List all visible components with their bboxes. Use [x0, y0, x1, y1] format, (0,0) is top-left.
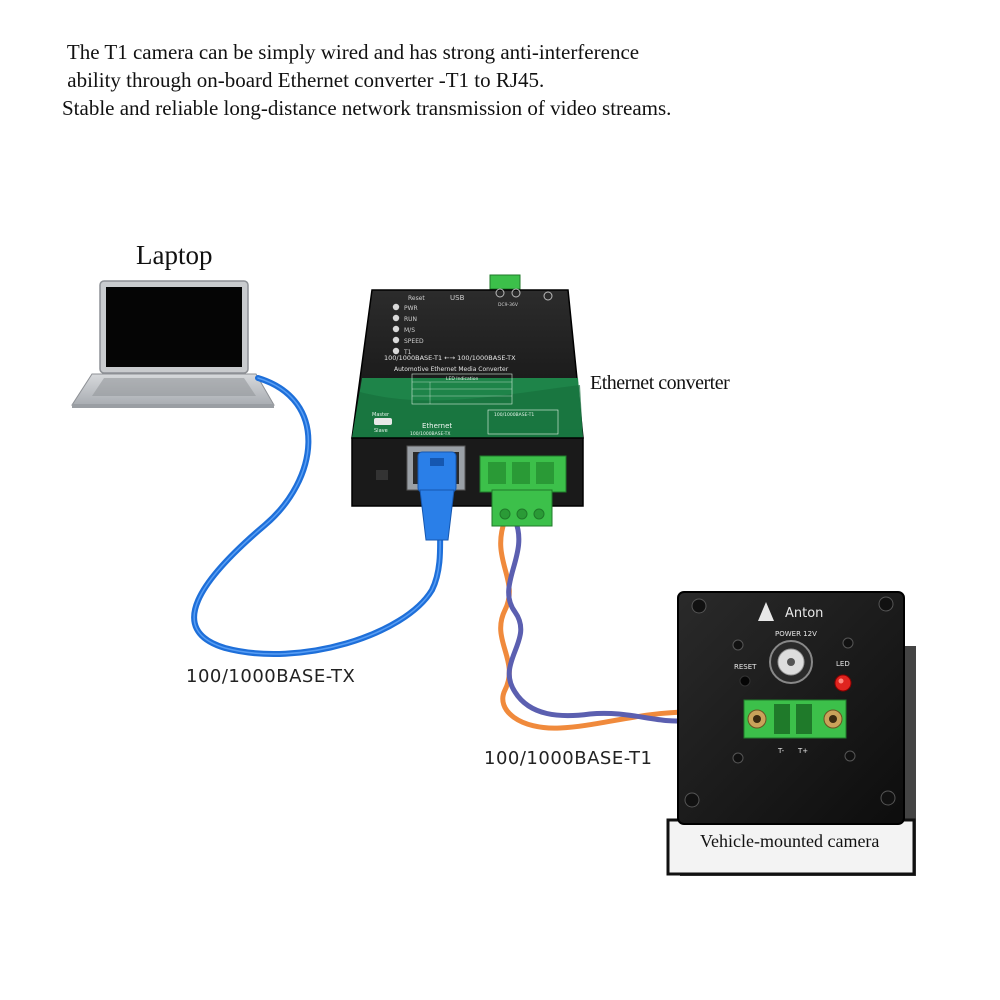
power-spec-label: DC9-36V [498, 302, 519, 308]
usb-label: USB [450, 294, 465, 302]
intro-line-2: ability through on-board Ethernet conver… [62, 68, 545, 92]
laptop-label: Laptop [136, 240, 213, 270]
vehicle-camera: Anton POWER 12V RESET LED T- T+ [666, 591, 916, 876]
screw-icon [880, 790, 896, 806]
t-minus-label: T- [777, 747, 785, 755]
converter-label: Ethernet converter [590, 372, 730, 394]
led-label-run: RUN [404, 316, 417, 323]
t1-terminal-connector [479, 455, 567, 527]
twisted-pair-orange [498, 517, 693, 731]
power-terminal [489, 274, 521, 290]
intro-line-1: The T1 camera can be simply wired and ha… [62, 40, 640, 64]
terminal-plug [491, 489, 553, 527]
ethernet-converter: PWR RUN M/S SPEED T1 Reset USB DC9-36V 1… [351, 274, 584, 541]
reset-hole [739, 675, 751, 687]
t1-link-label: 100/1000BASE-T1 [484, 748, 653, 769]
led-group [392, 303, 400, 355]
laptop-screen [106, 287, 242, 367]
laptop-keyboard [92, 378, 256, 396]
laptop-front-edge [72, 404, 274, 408]
master-slave-switch [374, 418, 392, 425]
led-label: LED [836, 660, 850, 668]
screw-icon [691, 598, 707, 614]
intro-text: The T1 camera can be simply wired and ha… [62, 38, 762, 122]
screw-icon [684, 792, 700, 808]
intro-line-3: Stable and reliable long-distance networ… [62, 96, 672, 120]
power-icon [495, 288, 505, 298]
camera-label: Vehicle-mounted camera [700, 831, 880, 851]
slave-label: Slave [374, 428, 388, 434]
front-switch [376, 470, 388, 480]
status-led [834, 674, 852, 692]
ethernet-label: Ethernet [422, 422, 452, 430]
laptop [71, 280, 275, 408]
t1-port-box [487, 409, 559, 435]
screw-icon [732, 752, 744, 764]
ethernet-sub-label: 100/1000BASE-TX [410, 431, 450, 437]
converter-subtitle: Automotive Ethernet Media Converter [394, 366, 509, 373]
led-label-pwr: PWR [404, 305, 418, 312]
reset-label: Reset [408, 295, 425, 302]
t-plus-label: T+ [797, 747, 808, 755]
tx-link-label: 100/1000BASE-TX [186, 666, 356, 687]
power-label: POWER 12V [775, 630, 817, 638]
reset-label: RESET [734, 663, 757, 671]
led-label-ms: M/S [404, 327, 415, 334]
led-label-t1: T1 [403, 349, 412, 356]
ground-icon [511, 288, 521, 298]
mode-line: 100/1000BASE-T1 ←→ 100/1000BASE-TX [384, 354, 516, 362]
twisted-pair-purple [506, 517, 693, 724]
screw-icon [732, 639, 744, 651]
anton-logo-icon [758, 602, 774, 621]
rj45-boot [419, 489, 455, 541]
screw-icon [842, 637, 854, 649]
master-label: Master [372, 412, 390, 418]
led-label-speed: SPEED [404, 338, 424, 345]
led-table-title: LED Indication [446, 376, 479, 382]
ground-symbol-icon [543, 291, 553, 301]
screw-icon [844, 750, 856, 762]
camera-brand: Anton [785, 606, 823, 621]
screw-icon [878, 596, 894, 612]
t1-port-label: 100/1000BASE-T1 [494, 412, 534, 418]
